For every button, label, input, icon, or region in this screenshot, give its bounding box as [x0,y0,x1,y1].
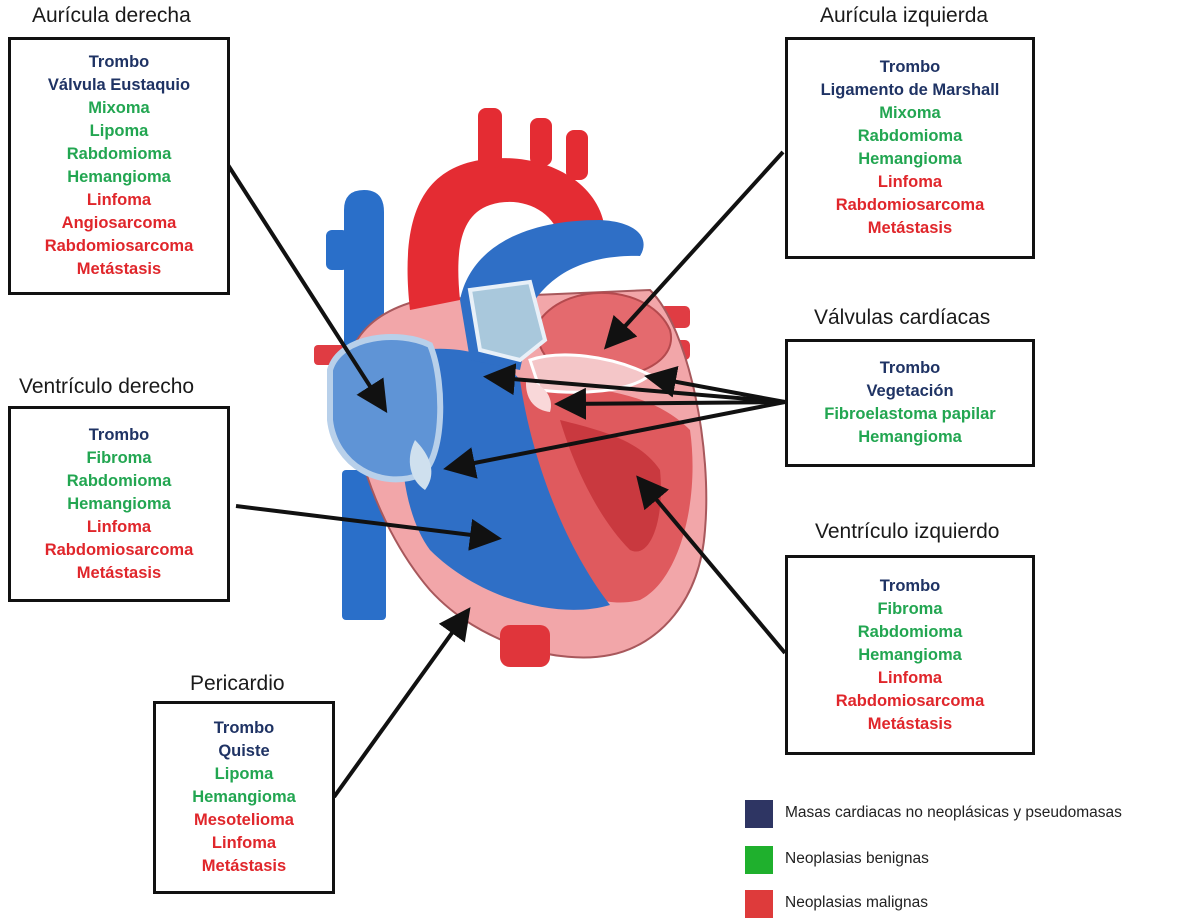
lv-item: Hemangioma [858,645,962,664]
la-item: Rabdomiosarcoma [835,196,985,214]
lv-item: Fibroma [877,599,943,618]
legend-label-nonneoplastic: Masas cardiacas no neoplásicas y pseudom… [785,804,1122,821]
valves-item: Vegetación [866,382,954,400]
pericardium-item: Quiste [218,742,270,760]
arrows [226,150,787,799]
heart-illustration [314,108,708,667]
rv-item: Metástasis [76,563,162,582]
left-ventricle-chamber [560,420,661,552]
valves-item: Trombo [879,359,941,377]
rv-item: Linfoma [86,517,152,536]
la-item: Hemangioma [858,150,962,168]
lv-item: Rabdomioma [857,622,963,641]
rv-title: Ventrículo derecho [19,375,195,398]
rv-item: Trombo [88,425,150,444]
la-item: Trombo [879,58,941,76]
arrow-valve-pulmonary [483,363,786,404]
la-item: Metástasis [867,219,953,237]
ra-item: Metástasis [76,260,162,278]
ra-item: Lipoma [89,122,149,140]
descending-aorta-stub [500,625,550,667]
la-item: Ligamento de Marshall [820,81,1000,99]
valves-item: Hemangioma [858,428,962,446]
pericardium-item: Trombo [213,719,275,737]
legend-swatch-benign [745,846,773,874]
lv-item: Trombo [879,576,941,595]
tricuspid-valve [409,440,432,490]
inferior-vena-cava [342,470,386,620]
pericardium-item: Lipoma [214,765,274,783]
aortic-arch [407,158,605,310]
rv-item: Rabdomiosarcoma [44,540,194,559]
ra-item: Válvula Eustaquio [47,76,191,94]
legend-item-nonneoplastic: Masas cardiacas no neoplásicas y pseudom… [745,800,1200,830]
pericardium-title: Pericardio [190,672,285,695]
rv-item: Rabdomioma [66,471,172,490]
ra-item: Rabdomiosarcoma [44,237,194,255]
arrow-valve-tricuspid [443,400,786,479]
aortic-valve [525,380,551,412]
la-item: Mixoma [879,104,941,122]
valves-item: Fibroelastoma papilar [824,405,996,423]
la-title: Aurícula izquierda [820,4,989,27]
pericardium-item: Hemangioma [192,788,296,806]
lv-title: Ventrículo izquierdo [815,520,1000,543]
arrow-valve-mitral [644,366,786,404]
rv-item: Hemangioma [67,494,171,513]
arrow-left-atrium [603,150,785,350]
lv-item: Linfoma [877,668,943,687]
la-item: Rabdomioma [857,127,963,145]
legend-swatch-malignant [745,890,773,918]
legend-item-benign: Neoplasias benignas [745,846,1200,876]
ra-item: Mixoma [88,99,150,117]
pulmonary-valve [467,279,548,363]
legend-item-malignant: Neoplasias malignas [745,890,1200,920]
arrow-right-atrium [226,163,388,414]
arrow-valve-aortic [554,387,786,420]
ra-item: Rabdomioma [66,145,172,163]
rv-item: Fibroma [86,448,152,467]
ra-item: Trombo [88,53,150,71]
valves-title: Válvulas cardíacas [814,306,991,329]
legend-label-malignant: Neoplasias malignas [785,894,929,911]
ra-item: Hemangioma [67,168,171,186]
ra-item: Linfoma [86,191,152,209]
arrow-pericardium [332,607,471,799]
pericardium-item: Linfoma [211,834,277,852]
superior-vena-cava [344,190,384,350]
arrow-right-ventricle [235,504,502,551]
legend-swatch-nonneoplastic [745,800,773,828]
ra-title: Aurícula derecha [32,4,191,27]
pericardium-item: Mesotelioma [194,811,294,829]
pericardium-item: Metástasis [201,857,287,875]
legend-label-benign: Neoplasias benignas [785,850,929,867]
la-item: Linfoma [877,173,943,191]
lv-item: Rabdomiosarcoma [835,691,985,710]
lv-item: Metástasis [867,714,953,733]
right-ventricle [401,348,610,610]
arrow-left-ventricle [636,475,787,655]
ra-item: Angiosarcoma [61,214,177,232]
